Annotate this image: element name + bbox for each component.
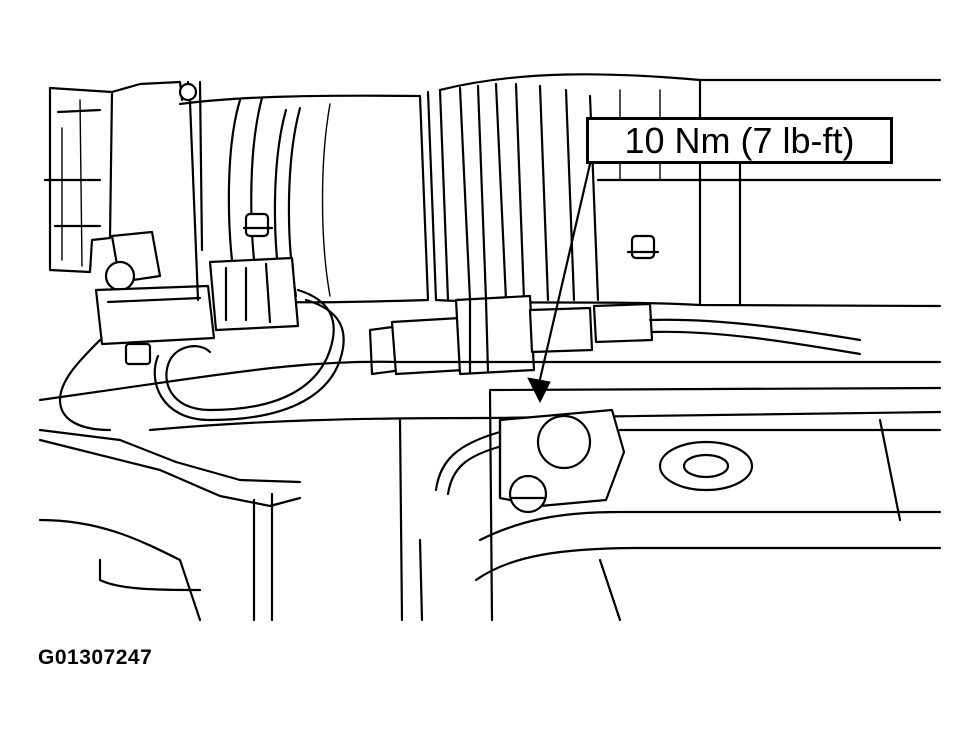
callout-leader-arrow	[527, 162, 592, 404]
upper-bolts	[242, 212, 660, 260]
ground-strap-terminal	[434, 408, 626, 514]
throttle-body-housing	[43, 80, 184, 274]
sensor-connector	[94, 230, 300, 366]
intake-resonator-tube	[426, 73, 942, 308]
torque-callout-box: 10 Nm (7 lb-ft)	[586, 117, 893, 164]
intake-manifold	[38, 360, 942, 622]
torque-spec-label: 10 Nm (7 lb-ft)	[624, 119, 855, 161]
wire-harness	[38, 80, 345, 508]
figure-id-label: G01307247	[38, 646, 153, 669]
